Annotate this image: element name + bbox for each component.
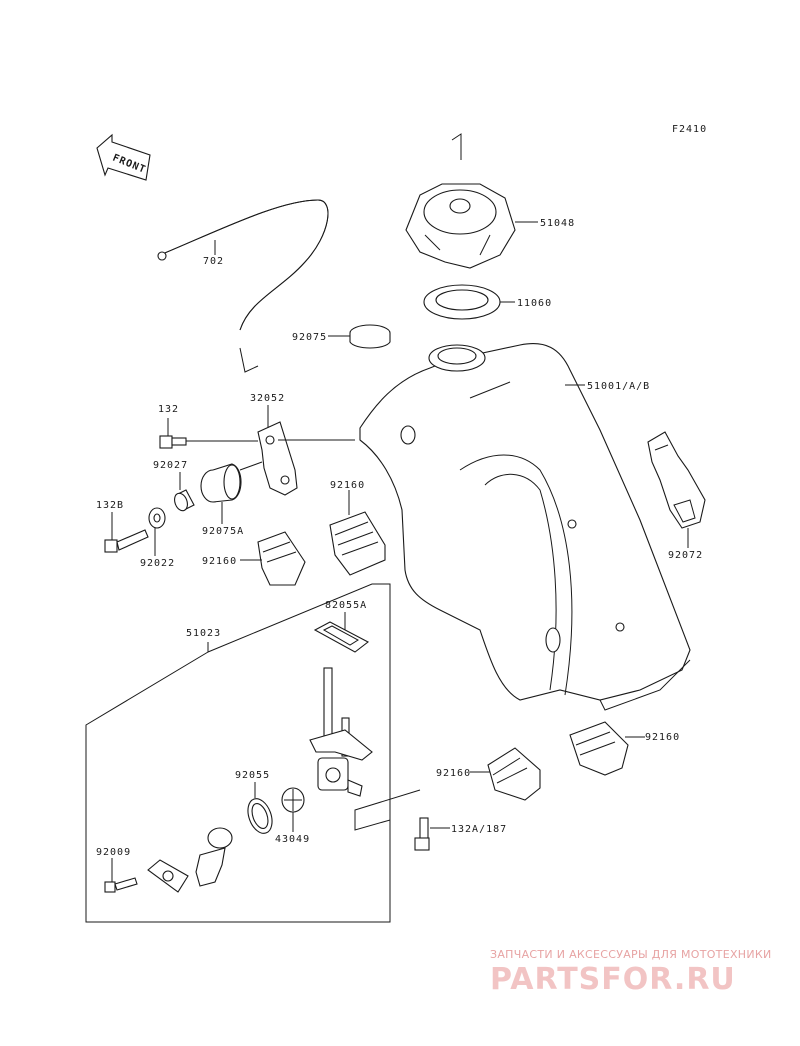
label-o-ring: 92055: [235, 770, 270, 781]
label-filter: 43049: [275, 834, 310, 845]
label-collar: 92027: [153, 460, 188, 471]
valve-gasket: [313, 621, 370, 653]
bolt-132: [159, 435, 187, 449]
tank-bracket: [257, 421, 298, 496]
damper: [200, 461, 263, 503]
label-bracket: 32052: [250, 393, 285, 404]
fuel-filter: [281, 787, 305, 813]
bolt-132a: [414, 817, 430, 851]
valve-cover-plate: [147, 859, 189, 893]
breather-hose: [157, 199, 329, 331]
label-cap: 51048: [540, 218, 575, 229]
fuel-cap: [405, 183, 516, 269]
label-washer: 92022: [140, 558, 175, 569]
label-bolt-132b: 132B: [96, 500, 124, 511]
rubber-pad-left: [257, 531, 306, 586]
label-pad-lower: 92160: [436, 768, 471, 779]
label-damper: 92075A: [202, 526, 244, 537]
cap-guide-line: [451, 133, 462, 160]
label-pad-left: 92160: [202, 556, 237, 567]
bolt-132b: [104, 529, 149, 553]
valve-assembly-box: [85, 583, 421, 923]
valve-lever: [195, 827, 233, 887]
washer: [148, 507, 166, 529]
tank-strap: [647, 431, 706, 529]
label-pad-right: 92160: [645, 732, 680, 743]
label-bolt-132: 132: [158, 404, 179, 415]
label-valve-assy: 51023: [186, 628, 221, 639]
label-tank: 51001/A/B: [587, 381, 650, 392]
label-screw: 92009: [96, 847, 131, 858]
collar: [174, 489, 195, 512]
label-valve-gasket: 82055A: [325, 600, 367, 611]
rubber-pad-right: [569, 721, 629, 776]
fuel-tank: [359, 343, 691, 711]
cap-gasket: [423, 284, 501, 320]
plug: [349, 324, 391, 349]
fuel-valve: [309, 667, 373, 797]
label-pad-upper: 92160: [330, 480, 365, 491]
o-ring: [247, 798, 273, 834]
screw: [104, 877, 138, 893]
rubber-pad-upper: [329, 511, 386, 576]
watermark-brand[interactable]: PARTSFOR.RU: [490, 962, 736, 997]
front-arrow-icon: FRONT: [96, 133, 151, 181]
label-strap: 92072: [668, 550, 703, 561]
label-bolt-132a: 132A/187: [451, 824, 507, 835]
figure-code: F2410: [672, 124, 707, 135]
label-gasket: 11060: [517, 298, 552, 309]
hose-guide-line: [239, 347, 259, 373]
label-plug: 92075: [292, 332, 327, 343]
label-hose: 702: [203, 256, 224, 267]
watermark-subtitle: ЗАПЧАСТИ И АКСЕССУАРЫ ДЛЯ МОТОТЕХНИКИ: [490, 948, 772, 961]
rubber-pad-lower: [487, 747, 541, 801]
